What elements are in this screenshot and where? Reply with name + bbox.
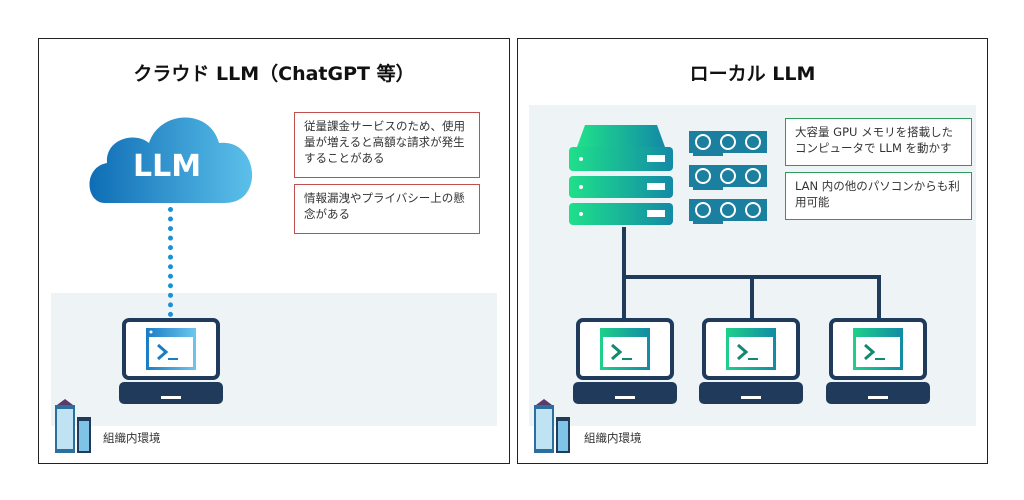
dotted-connection-line <box>168 207 173 317</box>
cloud-llm-panel: クラウド LLM（ChatGPT 等） LLM 従量課金サービスのため、使用量が… <box>38 38 510 464</box>
building-icon <box>53 397 93 453</box>
cloud-panel-title: クラウド LLM（ChatGPT 等） <box>133 63 415 85</box>
server-icon <box>569 125 673 225</box>
zone-label: 組織内環境 <box>103 431 161 445</box>
zone-label: 組織内環境 <box>584 431 642 445</box>
terminal-window-icon <box>853 328 903 370</box>
cost-warning-note: 従量課金サービスのため、使用量が増えると高額な請求が発生することがある <box>294 112 480 178</box>
network-lines <box>622 227 881 319</box>
gpu-memory-note: 大容量 GPU メモリを搭載したコンピュータで LLM を動かす <box>785 118 972 166</box>
terminal-window-icon <box>600 328 650 370</box>
building-icon <box>532 397 572 453</box>
cloud-icon <box>89 117 253 203</box>
lan-access-note: LAN 内の他のパソコンからも利用可能 <box>785 172 972 220</box>
terminal-window-icon <box>146 328 196 370</box>
gpu-card-icon <box>689 197 767 225</box>
gpu-card-icon <box>689 129 767 157</box>
terminal-window-icon <box>726 328 776 370</box>
gpu-card-icon <box>689 163 767 191</box>
local-llm-panel: ローカル LLM 大容量 GPU メモリを搭載したコンピュータで LLM を動か… <box>517 38 988 464</box>
privacy-warning-note: 情報漏洩やプライバシー上の懸念がある <box>294 184 480 234</box>
cloud-llm-label: LLM <box>133 149 202 184</box>
organization-zone <box>51 293 497 426</box>
local-panel-title: ローカル LLM <box>689 63 816 85</box>
